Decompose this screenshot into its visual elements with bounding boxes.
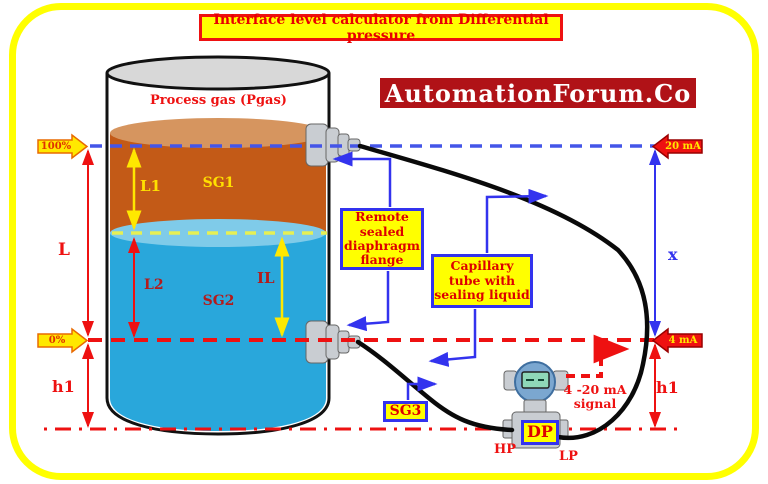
signal-path [566, 334, 630, 378]
hp-port-label: HP [494, 442, 517, 457]
callout-dp: DP [521, 420, 559, 445]
callout-connectors [332, 151, 549, 400]
process-gas-label: Process gas (Pgas) [150, 93, 287, 108]
signal-label: 4 -20 mA signal [560, 382, 630, 412]
arrow-20ma [651, 133, 703, 160]
outer-yellow-frame [9, 3, 759, 480]
arrow-0pct [37, 327, 89, 354]
diagram-title: Interface level calculator from Differen… [199, 12, 563, 44]
arrow-100pct [37, 133, 89, 160]
arrow-4ma [651, 327, 703, 354]
signal-label-line1: 4 -20 mA [563, 382, 627, 397]
callout-remote-flange: Remote sealed diaphragm flange [340, 208, 424, 270]
signal-label-line2: signal [573, 396, 617, 412]
label-100pct: 100% [40, 141, 72, 152]
range-block-arrows [37, 133, 703, 354]
l2-label: L2 [144, 277, 164, 293]
callout-sg3: SG3 [383, 401, 428, 422]
sg2-liquid-layer [110, 233, 326, 431]
label-4ma: 4 mA [668, 335, 698, 346]
sg2-label: SG2 [202, 293, 235, 309]
sg1-label: SG1 [202, 175, 235, 191]
l-label: L [58, 240, 70, 260]
lcd-display [521, 371, 550, 389]
x-label: x [668, 245, 678, 264]
capillary-tube-curves [355, 143, 650, 441]
callout-capillary-tube: Capillary tube with sealing liquid [431, 254, 533, 308]
l1-label: L1 [140, 177, 161, 195]
h1-right-label: h1 [656, 378, 679, 397]
label-0pct: 0% [48, 335, 66, 346]
measurement-arrows [82, 147, 661, 428]
storage-tank [105, 55, 331, 436]
lp-port-label: LP [559, 449, 578, 464]
il-label: IL [257, 269, 275, 287]
brand-banner: AutomationForum.Co [380, 78, 696, 108]
h1-left-label: h1 [52, 377, 75, 396]
label-20ma: 20 mA [665, 141, 701, 152]
